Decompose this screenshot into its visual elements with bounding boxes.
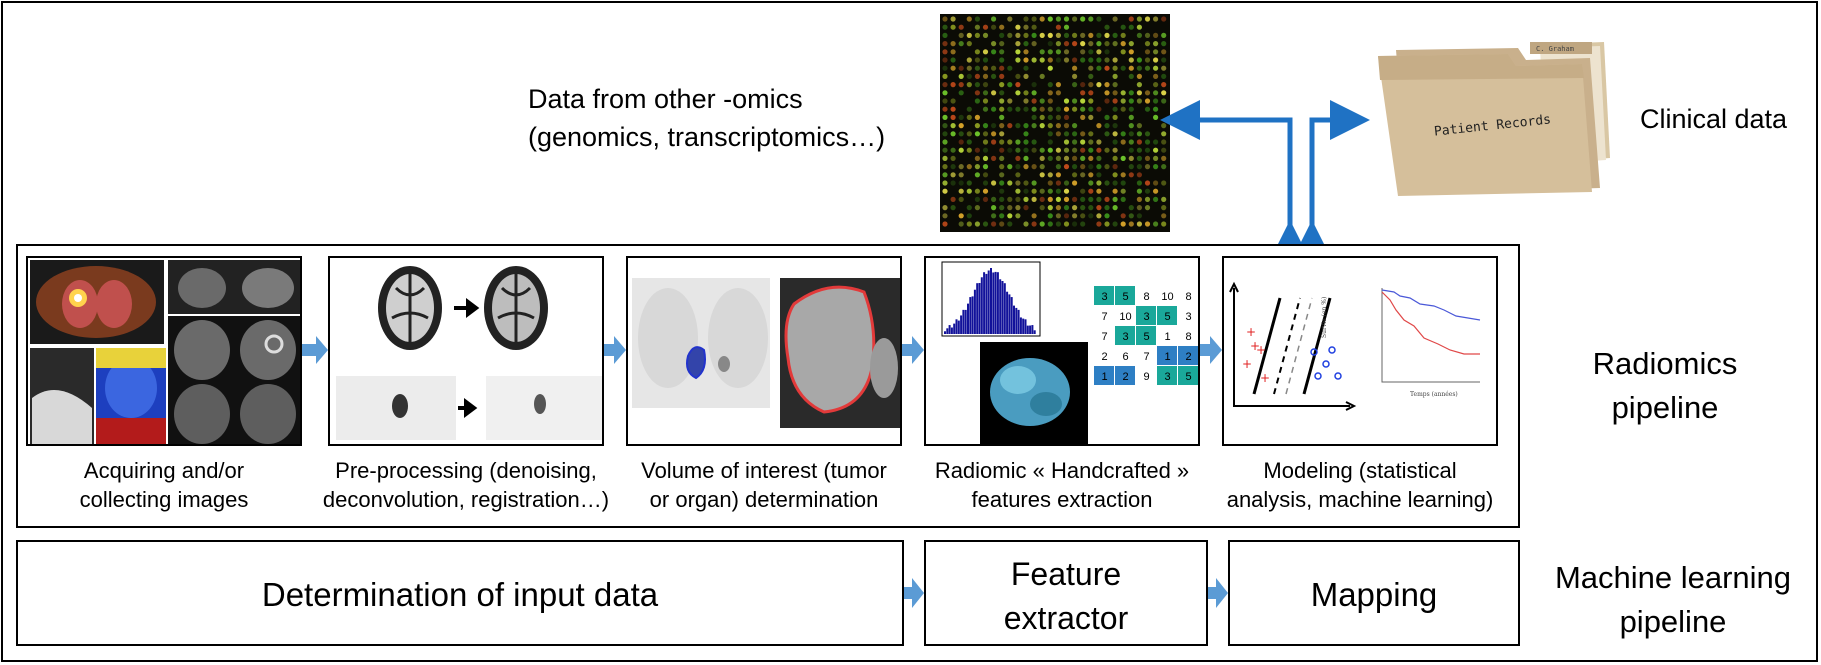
ml-label-line2: pipeline xyxy=(1528,600,1818,644)
ml-label-line1: Machine learning xyxy=(1528,556,1818,600)
ml-arrow-2 xyxy=(1208,578,1228,608)
ml-pipeline-label: Machine learning pipeline xyxy=(1528,556,1818,644)
ml-arrow-1 xyxy=(904,578,924,608)
